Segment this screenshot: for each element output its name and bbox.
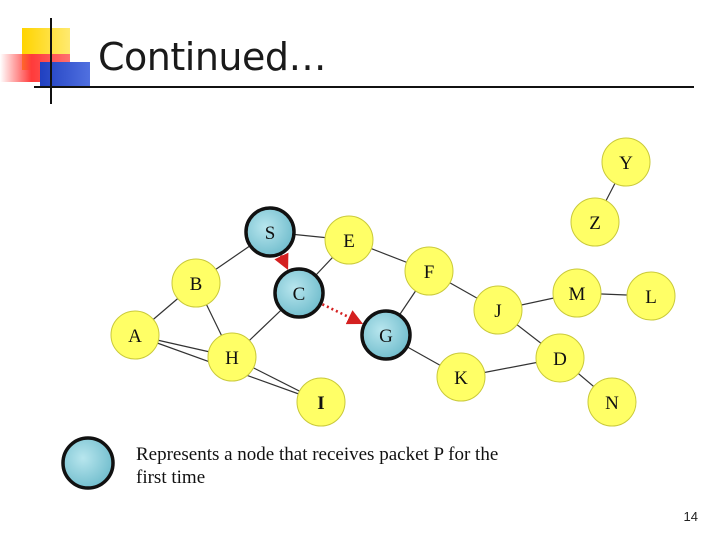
node-label-Y: Y: [619, 153, 633, 174]
packet-arrows-layer: [274, 252, 364, 325]
node-circle-N: [587, 377, 637, 427]
node-label-L: L: [645, 287, 657, 308]
node-label-D: D: [553, 349, 567, 370]
node-circle-S: [244, 206, 296, 258]
node-label-K: K: [454, 368, 468, 389]
legend-received-node: [61, 436, 115, 490]
node-label-B: B: [190, 274, 203, 295]
node-label-G: G: [379, 326, 393, 347]
node-F: F: [404, 246, 454, 296]
node-circle-F: [404, 246, 454, 296]
node-circle-M: [552, 268, 602, 318]
node-circle-L: [626, 271, 676, 321]
node-M: M: [552, 268, 602, 318]
node-I: I: [296, 377, 346, 427]
corner-accent-vertical-line: [50, 18, 52, 104]
node-Z: Z: [570, 197, 620, 247]
node-circle-K: [436, 352, 486, 402]
node-circle-A: [110, 310, 160, 360]
node-label-H: H: [225, 348, 239, 369]
node-G: G: [360, 309, 412, 361]
node-E: E: [324, 215, 374, 265]
node-label-F: F: [424, 262, 435, 283]
node-K: K: [436, 352, 486, 402]
node-D: D: [535, 333, 585, 383]
node-circle-D: [535, 333, 585, 383]
node-label-A: A: [128, 326, 142, 347]
node-circle-G: [360, 309, 412, 361]
node-H: H: [207, 332, 257, 382]
node-label-E: E: [343, 231, 355, 252]
node-circle-H: [207, 332, 257, 382]
node-circle-Z: [570, 197, 620, 247]
packet-arrow-S-C: [274, 252, 289, 271]
corner-accent-blue: [40, 62, 90, 88]
legend-layer: [61, 436, 115, 490]
nodes-layer: S E B C A H I G F J K D M L N Z Y: [110, 137, 676, 427]
node-S: S: [244, 206, 296, 258]
slide-title: Continued…: [98, 35, 327, 79]
node-label-C: C: [293, 284, 306, 305]
title-underline: [34, 86, 694, 88]
node-circle-J: [473, 285, 523, 335]
node-circle-B: [171, 258, 221, 308]
legend-text: Represents a node that receives packet P…: [136, 444, 499, 488]
node-B: B: [171, 258, 221, 308]
page-number: 14: [683, 509, 698, 524]
node-Y: Y: [601, 137, 651, 187]
node-label-S: S: [265, 223, 276, 244]
node-C: C: [273, 267, 325, 319]
node-L: L: [626, 271, 676, 321]
node-J: J: [473, 285, 523, 335]
node-label-N: N: [605, 393, 619, 414]
node-A: A: [110, 310, 160, 360]
node-circle-E: [324, 215, 374, 265]
node-label-Z: Z: [589, 213, 601, 234]
node-N: N: [587, 377, 637, 427]
node-circle-Y: [601, 137, 651, 187]
node-circle-I: [296, 377, 346, 427]
node-circle-C: [273, 267, 325, 319]
packet-arrow-C-G: [321, 303, 364, 325]
node-label-M: M: [569, 284, 586, 305]
node-label-J: J: [494, 301, 501, 322]
node-label-I: I: [317, 393, 324, 414]
